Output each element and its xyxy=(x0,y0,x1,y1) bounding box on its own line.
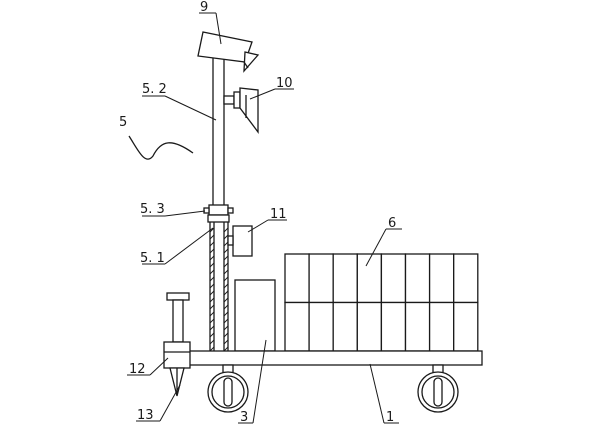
hatch-stroke xyxy=(223,304,229,310)
hatch-stroke xyxy=(209,346,215,352)
hatch-stroke xyxy=(209,276,215,282)
hatch-stroke xyxy=(223,276,229,282)
label-5-2: 5. 2 xyxy=(142,82,167,97)
hatch-stroke xyxy=(223,248,229,254)
battery-cell xyxy=(453,253,479,304)
hatch-stroke xyxy=(223,283,229,289)
hatch-stroke xyxy=(209,318,215,324)
battery-cell xyxy=(404,253,431,304)
leader-lines xyxy=(127,12,402,424)
hatch-stroke xyxy=(223,262,229,268)
platform-1 xyxy=(188,350,483,366)
battery-cell xyxy=(356,301,383,352)
hatch-stroke xyxy=(209,325,215,331)
label-1: 1 xyxy=(386,410,394,425)
battery-cell xyxy=(332,301,358,352)
battery-cell xyxy=(308,301,334,352)
label-12: 12 xyxy=(129,362,146,377)
battery-cell xyxy=(428,301,455,352)
hatch-stroke xyxy=(209,339,215,345)
hatch-stroke xyxy=(223,241,229,247)
battery-cell xyxy=(380,301,407,352)
hatch-stroke xyxy=(223,234,229,240)
hatch-stroke xyxy=(223,311,229,317)
hatch-stroke xyxy=(209,241,215,247)
label-13: 13 xyxy=(137,408,154,423)
clamp-5-3 xyxy=(203,204,234,223)
label-5: 5 xyxy=(119,115,127,130)
hatch-stroke xyxy=(223,255,229,261)
battery-cell xyxy=(332,253,358,304)
hatch-stroke xyxy=(209,290,215,296)
label-9: 9 xyxy=(200,0,208,15)
battery-cell xyxy=(356,253,383,304)
drill-assembly-12 xyxy=(163,292,191,369)
mast-lower xyxy=(209,222,229,352)
hatch-stroke xyxy=(223,339,229,345)
hatch-stroke xyxy=(209,269,215,275)
lamp-10 xyxy=(223,87,259,134)
hatch-stroke xyxy=(209,248,215,254)
hatch-stroke xyxy=(223,227,229,233)
hatch-stroke xyxy=(223,318,229,324)
wheel-left xyxy=(207,364,249,413)
label-11: 11 xyxy=(270,207,287,222)
storage-box-3 xyxy=(234,279,276,352)
hatch-stroke xyxy=(209,283,215,289)
hatch-stroke xyxy=(223,346,229,352)
hatch-stroke xyxy=(209,255,215,261)
battery-cell xyxy=(380,253,407,304)
mast-upper xyxy=(212,58,225,205)
hatch-stroke xyxy=(223,332,229,338)
battery-cell xyxy=(453,301,479,352)
battery-pack-6 xyxy=(284,253,479,352)
hatch-stroke xyxy=(209,311,215,317)
hatch-stroke xyxy=(223,297,229,303)
label-5-1: 5. 1 xyxy=(140,251,165,266)
hatch-stroke xyxy=(223,269,229,275)
wheel-right xyxy=(417,364,459,413)
hatch-stroke xyxy=(209,304,215,310)
hatch-stroke xyxy=(223,325,229,331)
sensor-head-9 xyxy=(197,31,260,73)
hatch-stroke xyxy=(209,234,215,240)
hatch-stroke xyxy=(209,297,215,303)
battery-cell xyxy=(404,301,431,352)
battery-cell xyxy=(428,253,455,304)
wave-symbol-5 xyxy=(128,135,194,160)
label-10: 10 xyxy=(276,76,293,91)
battery-cell xyxy=(308,253,334,304)
hatch-stroke xyxy=(209,332,215,338)
battery-cell xyxy=(284,301,310,352)
hatch-stroke xyxy=(223,290,229,296)
hatch-stroke xyxy=(209,227,215,233)
label-3: 3 xyxy=(240,410,248,425)
label-6: 6 xyxy=(388,216,396,231)
label-5-3: 5. 3 xyxy=(140,202,165,217)
drill-bit-13 xyxy=(169,367,185,397)
battery-cell xyxy=(284,253,310,304)
controller-box-11 xyxy=(227,225,253,257)
hatch-stroke xyxy=(209,262,215,268)
